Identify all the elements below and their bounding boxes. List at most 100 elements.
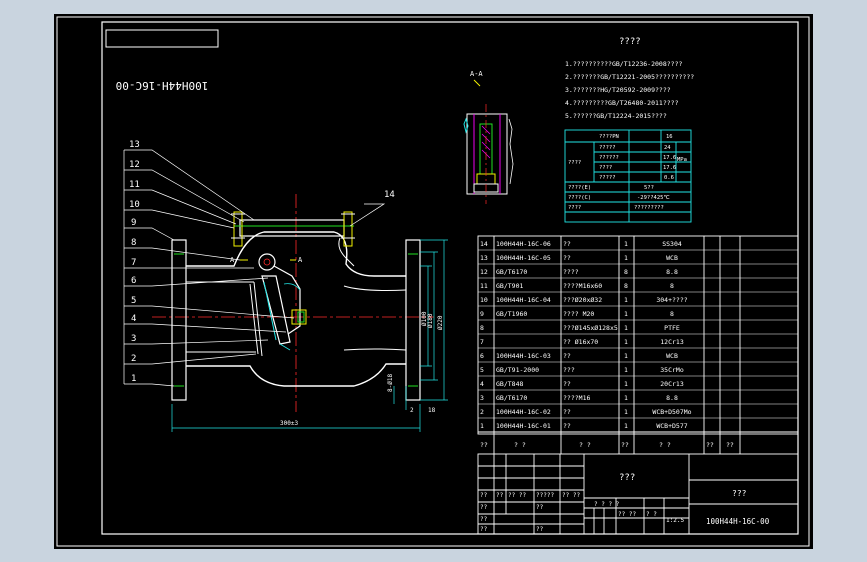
bom-cell-mat: WCB+D507Mo [652, 408, 691, 416]
bom-cell-qty: 1 [624, 240, 628, 248]
bom-cell-no: 6 [480, 352, 484, 360]
technical-notes: ???? 1.??????????GB/T12236-2008???? 2.??… [565, 37, 694, 120]
note-3: 3.???????HG/T20592-2009???? [565, 86, 671, 94]
spec-r3-b: ???? [599, 165, 612, 171]
bom-cell-code: GB/T1960 [496, 310, 527, 318]
bom-cell-qty: 1 [624, 408, 628, 416]
bom-cell-mat: SS304 [662, 240, 682, 248]
title-stamp-text: 100H44H-16C-00 [116, 79, 209, 92]
bom-cell-qty: 1 [624, 422, 628, 430]
bom-cell-qty: 1 [624, 338, 628, 346]
bom-cell-no: 5 [480, 366, 484, 374]
spec-r7-c: ????????? [634, 205, 664, 211]
bom-row-lines [478, 249, 798, 433]
balloon-8: 8 [131, 238, 136, 248]
spec-r2-c: 17.6 [663, 155, 676, 161]
bom-cell-no: 7 [480, 338, 484, 346]
bom-h-qty: ?? [621, 441, 629, 449]
dim-bolts: 8-Ø18 [387, 374, 394, 392]
bom-cell-code: 100H44H-16C-06 [496, 240, 551, 248]
bom-cell-code: GB/T848 [496, 380, 523, 388]
bom-cell-qty: 1 [624, 352, 628, 360]
tb-cell-3: ????? [536, 492, 554, 499]
bom-cell-name: ????M16x60 [563, 282, 602, 290]
balloon-2: 2 [131, 354, 136, 364]
balloon-13: 13 [129, 140, 140, 150]
tb-mid-2: ? ? [646, 511, 657, 518]
bom-h-w1: ?? [706, 441, 714, 449]
tb-cell-4: ?? ?? [562, 492, 580, 499]
dim-outer: Ø220 [437, 315, 444, 330]
bom-cell-code: GB/T901 [496, 282, 523, 290]
spec-r7-a: ???? [568, 205, 581, 211]
spec-r2-d: MPa [677, 157, 687, 163]
drawing-frame: 100H44H-16C-00 ???? 1.??????????GB/T1223… [54, 14, 813, 549]
bom-h-mat: ? ? [659, 441, 671, 449]
bom-cell-name: ?? [563, 408, 571, 416]
dim-inner: Ø100 [421, 311, 428, 326]
section-label: A-A [470, 70, 483, 78]
dim-mid: Ø180 [427, 313, 434, 328]
cad-drawing: 100H44H-16C-00 ???? 1.??????????GB/T1223… [56, 16, 810, 547]
bom-cell-name: ?? Ø16x70 [563, 338, 598, 346]
bom-h-w2: ?? [726, 441, 734, 449]
tb-cell-5: ?? [480, 504, 488, 511]
balloon-3: 3 [131, 334, 136, 344]
bom-cell-name: ???Ø20xØ32 [563, 296, 602, 304]
bom-cell-qty: 1 [624, 366, 628, 374]
spec-r5-c: 5?? [644, 185, 654, 191]
bom-cell-name: ????M16 [563, 394, 590, 402]
bom-cell-no: 13 [480, 254, 488, 262]
bom-cell-qty: 1 [624, 394, 628, 402]
right-title: ??? [732, 489, 747, 498]
bom-cell-qty: 1 [624, 324, 628, 332]
tb-cell-8: ?? [536, 504, 544, 511]
center-title: ??? [619, 473, 635, 483]
tb-cell-1: ?? [496, 492, 504, 499]
bom-cell-code: 100H44H-16C-04 [496, 296, 551, 304]
bom-cell-qty: 1 [624, 310, 628, 318]
bom-cell-no: 3 [480, 394, 484, 402]
bom-cell-no: 2 [480, 408, 484, 416]
notes-heading: ???? [619, 37, 641, 47]
bom-cell-qty: 8 [624, 282, 628, 290]
title-block [477, 453, 799, 535]
bom-cell-no: 4 [480, 380, 484, 388]
bom-cell-code: GB/T6170 [496, 394, 527, 402]
bom-h-name: ? ? [579, 441, 591, 449]
balloon-5: 5 [131, 296, 136, 306]
bom-cell-no: 9 [480, 310, 484, 318]
bom-cell-name: ?? [563, 240, 571, 248]
bom-header: ?? ? ? ? ? ?? ? ? ?? ?? [480, 441, 734, 449]
spec-table [564, 129, 692, 223]
dim-small2: 18 [428, 407, 436, 414]
bom-cell-code: 100H44H-16C-03 [496, 352, 551, 360]
title-block-text: ??? ??? 100H44H-16C-00 1:2.5 ?? ?? ?? ??… [480, 473, 770, 533]
bom-cell-qty: 8 [624, 268, 628, 276]
bom-cell-mat: WCB+D577 [656, 422, 687, 430]
bom-cell-qty: 1 [624, 380, 628, 388]
spec-r5-a: ????(E) [568, 185, 591, 191]
spec-r1-a: ???? [568, 160, 581, 166]
balloon-7: 7 [131, 258, 136, 268]
spec-r0-c: 16 [666, 134, 673, 140]
bom-cell-name: ?? [563, 352, 571, 360]
bom-cell-name: ?? [563, 380, 571, 388]
title-stamp: 100H44H-16C-00 [105, 29, 219, 92]
bom-cell-name: ?? [563, 422, 571, 430]
balloon-6: 6 [131, 276, 136, 286]
dim-small1: 2 [410, 407, 414, 414]
bom-h-code: ? ? [514, 441, 526, 449]
dim-length: 300±3 [280, 420, 298, 427]
note-4: 4.?????????GB/T26480-2011???? [565, 99, 679, 107]
bom-cell-no: 11 [480, 282, 488, 290]
bom-cell-mat: 304+???? [656, 296, 687, 304]
bom-cell-no: 14 [480, 240, 488, 248]
spec-r6-a: ????(C) [568, 195, 591, 201]
bom-cell-mat: PTFE [664, 324, 680, 332]
bom-cell-code: 100H44H-16C-02 [496, 408, 551, 416]
tb-cell-6: ?? [480, 516, 488, 523]
bom-cell-qty: 1 [624, 254, 628, 262]
bom-cell-code: GB/T6170 [496, 268, 527, 276]
